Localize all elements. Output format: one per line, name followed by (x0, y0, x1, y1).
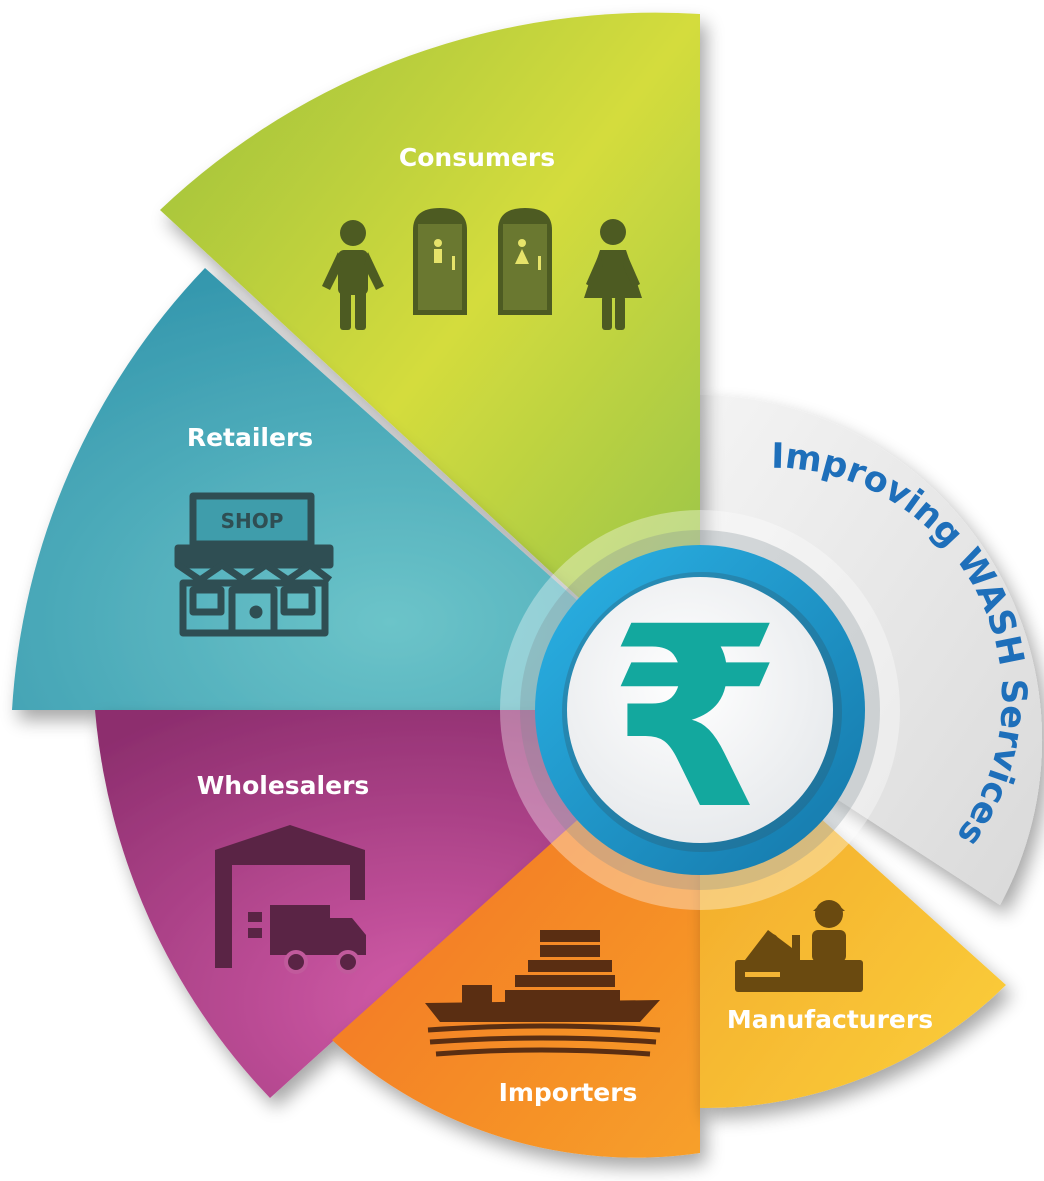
label-importers: Importers (499, 1078, 638, 1107)
label-retailers: Retailers (187, 423, 313, 452)
segment-wholesalers (95, 710, 700, 1098)
cargo-ship-icon (425, 930, 661, 1057)
label-consumers: Consumers (399, 143, 555, 172)
shop-sign: SHOP (221, 509, 284, 533)
warehouse-truck-icon (215, 825, 366, 974)
rupee-icon: ₹ (608, 573, 782, 864)
consumers-toilets-icon (322, 208, 642, 330)
label-wholesalers: Wholesalers (197, 771, 370, 800)
factory-worker-icon (735, 900, 863, 992)
segment-consumers (160, 12, 700, 710)
label-manufacturers: Manufacturers (727, 1005, 933, 1034)
center-hub (500, 510, 900, 910)
outer-white-ring (700, 395, 1043, 905)
shop-icon (174, 492, 334, 637)
